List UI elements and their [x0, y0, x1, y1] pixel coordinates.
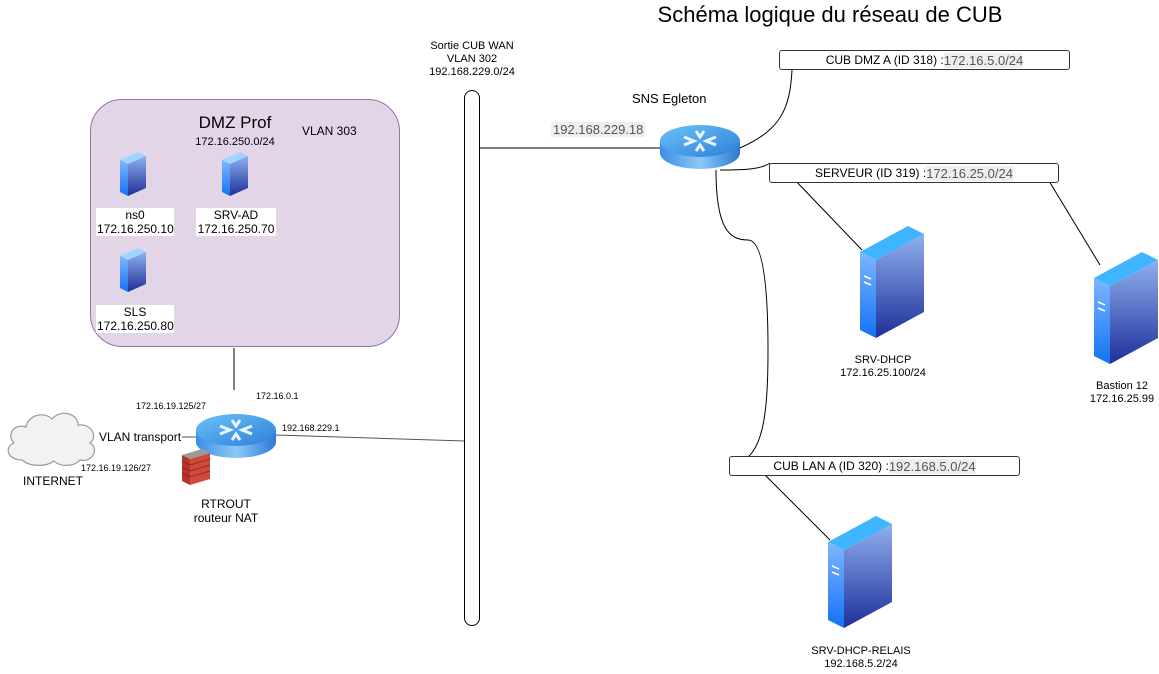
- host-name: SRV-DHCP-RELAIS: [811, 645, 911, 657]
- segment-serveur: SERVEUR (ID 319) : 172.16.25.0/24: [769, 163, 1059, 183]
- host-ip: 172.16.25.100/24: [840, 367, 926, 379]
- srv-dhcp-relais-label: SRV-DHCP-RELAIS 192.168.5.2/24: [796, 645, 926, 671]
- segment-label: CUB LAN A (ID 320) :: [773, 459, 889, 473]
- segment-label: CUB DMZ A (ID 318) :: [825, 53, 944, 67]
- host-ip: 192.168.5.2/24: [824, 658, 898, 670]
- wan-bus: [464, 90, 480, 626]
- sns-ip-wan: 192.168.229.18: [551, 122, 646, 137]
- server-name: ns0: [125, 208, 145, 222]
- server-name: SRV-AD: [213, 208, 259, 222]
- rtrout-ip-wan: 192.168.229.1: [282, 423, 340, 433]
- server-ip: 172.16.250.80: [97, 319, 174, 333]
- vlan-transport-label: VLAN transport: [98, 430, 183, 444]
- host-ip: 172.16.25.99: [1089, 393, 1155, 405]
- segment-dmz-a: CUB DMZ A (ID 318) : 172.16.5.0/24: [779, 50, 1070, 70]
- server-label-ns0: ns0 172.16.250.10: [96, 208, 174, 236]
- router-icon: [660, 125, 740, 169]
- sns-name: SNS Egleton: [632, 91, 707, 106]
- link-sns-lana: [715, 169, 769, 467]
- link-lana-relais: [759, 469, 831, 541]
- router-icon: [196, 414, 276, 458]
- cloud-icon: [7, 412, 95, 466]
- wan-bus-name: Sortie CUB WAN: [430, 40, 514, 52]
- server-label-sls: SLS 172.16.250.80: [96, 305, 174, 333]
- internet-label: INTERNET: [23, 474, 83, 488]
- dmz-vlan: VLAN 303: [302, 124, 357, 138]
- bastion-label: Bastion 12 172.16.25.99: [1072, 380, 1159, 406]
- firewall-icon: [181, 449, 211, 485]
- host-name: Bastion 12: [1096, 380, 1148, 392]
- dmz-name: DMZ Prof: [198, 113, 272, 132]
- rtrout-label: RTROUT routeur NAT: [184, 497, 268, 525]
- segment-label: SERVEUR (ID 319) :: [815, 166, 927, 180]
- wan-bus-label: Sortie CUB WAN VLAN 302 192.168.229.0/24: [410, 40, 534, 79]
- host-name: SRV-DHCP: [854, 354, 912, 366]
- wan-bus-vlan: VLAN 302: [446, 53, 498, 65]
- server-name: SLS: [123, 305, 147, 319]
- dmz-subnet: 172.16.250.0/24: [195, 136, 275, 148]
- segment-subnet: 172.16.5.0/24: [943, 52, 1024, 68]
- ip-router-side: 172.16.19.125/27: [136, 401, 207, 411]
- server-icon: [120, 248, 146, 292]
- rtrout-ip-dmz: 172.16.0.1: [256, 391, 299, 401]
- server-icon: [860, 226, 924, 338]
- server-ip: 172.16.250.10: [97, 222, 174, 236]
- server-ip: 172.16.250.70: [197, 222, 275, 236]
- segment-subnet: 172.16.25.0/24: [926, 165, 1013, 181]
- srv-dhcp-label: SRV-DHCP 172.16.25.100/24: [818, 354, 948, 380]
- segment-subnet: 192.168.5.0/24: [888, 458, 976, 474]
- link-sns-serveur: [719, 162, 771, 171]
- server-label-srv-ad: SRV-AD 172.16.250.70: [196, 208, 276, 236]
- link-rtrout-wan: [275, 434, 466, 442]
- server-icon: [222, 152, 248, 196]
- rtrout-name: RTROUT: [201, 497, 251, 511]
- server-icon: [828, 516, 892, 628]
- rtrout-role: routeur NAT: [193, 511, 259, 525]
- link-sns-dmza: [739, 69, 793, 149]
- server-icon: [120, 152, 146, 196]
- server-icon: [1094, 252, 1158, 364]
- wan-bus-subnet: 192.168.229.0/24: [429, 66, 515, 78]
- link-serveur-bastion: [1045, 175, 1101, 266]
- ip-internet-side: 172.16.19.126/27: [81, 463, 152, 473]
- link-serveur-dhcp: [791, 176, 863, 251]
- page-title: Schéma logique du réseau de CUB: [657, 2, 1003, 27]
- segment-lan-a: CUB LAN A (ID 320) : 192.168.5.0/24: [729, 456, 1020, 476]
